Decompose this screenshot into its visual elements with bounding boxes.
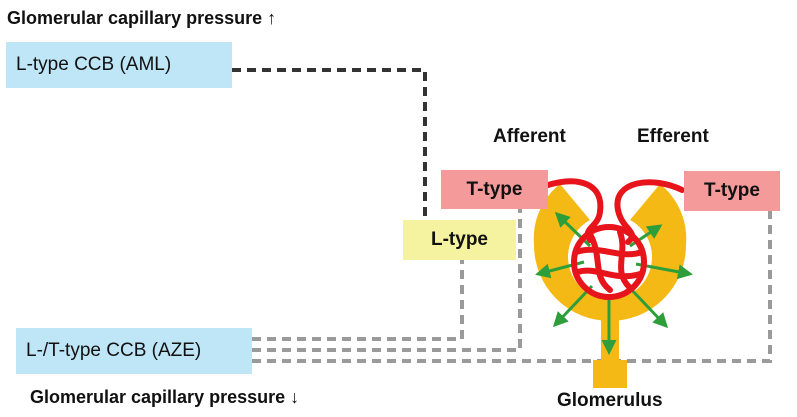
afferent-label: Afferent	[493, 126, 566, 147]
glomerulus-base	[593, 360, 627, 388]
ccb-aze-box: L-/T-type CCB (AZE)	[16, 328, 252, 374]
ccb-aml-box: L-type CCB (AML)	[6, 42, 232, 88]
afferent-ltype-box: L-type	[403, 220, 516, 260]
efferent-label: Efferent	[637, 126, 709, 147]
efferent-ttype-box: T-type	[684, 171, 780, 211]
aml-connector-line	[232, 68, 427, 220]
aze-to-ltype-connector	[252, 260, 464, 341]
glomerulus-label: Glomerulus	[557, 390, 663, 411]
bottom-heading: Glomerular capillary pressure ↓	[30, 387, 300, 407]
top-heading: Glomerular capillary pressure ↑	[7, 8, 277, 28]
bowman-capsule	[533, 184, 687, 321]
aze-to-efferent-ttype-connector	[252, 210, 772, 363]
aze-to-afferent-ttype-connector	[252, 208, 522, 352]
capillary-tuft	[545, 178, 685, 300]
afferent-ttype-box: T-type	[441, 170, 548, 209]
